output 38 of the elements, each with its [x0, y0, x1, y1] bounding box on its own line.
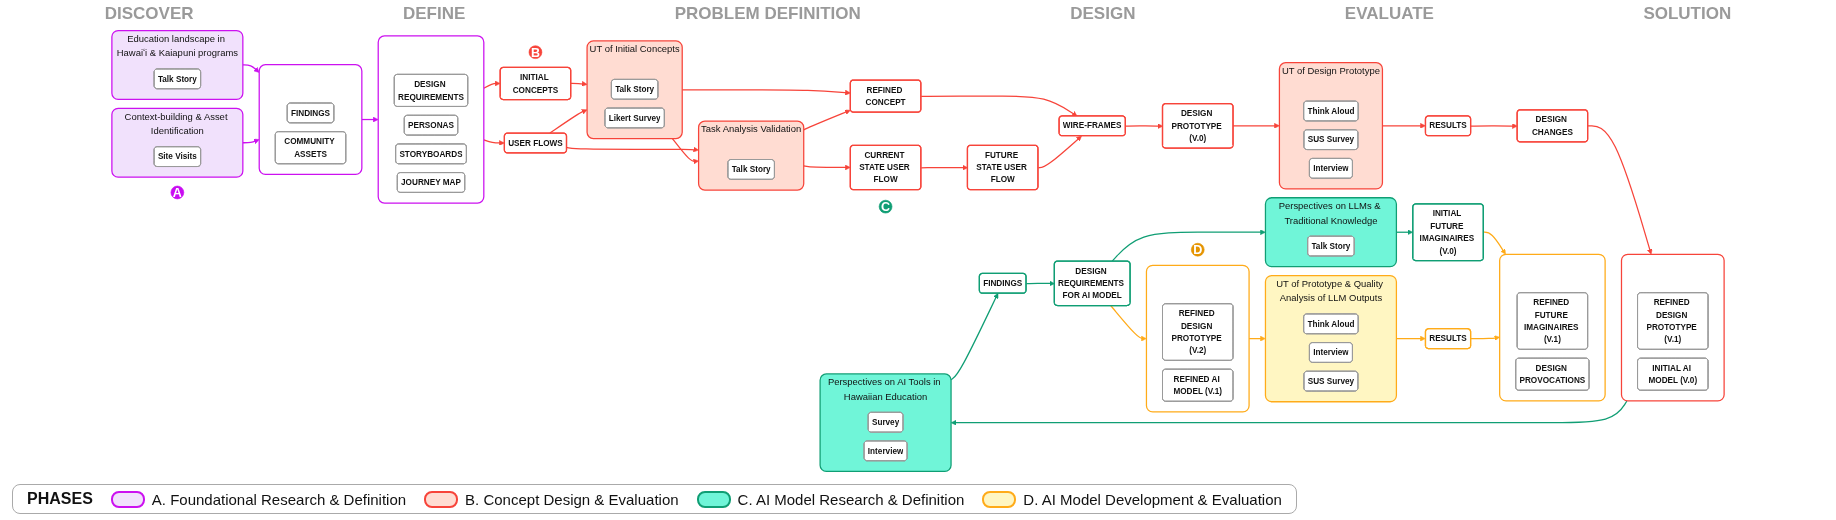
phase-heading: EVALUATE: [1344, 4, 1434, 24]
arrow: [920, 95, 1078, 117]
arrow: [1470, 123, 1518, 129]
arrow: [1110, 304, 1147, 342]
cluster: [1145, 264, 1250, 413]
arrow: [920, 164, 968, 171]
node-circle: A: [170, 185, 185, 200]
legend-label: D. AI Model Development & Evaluation: [1023, 490, 1282, 508]
phase-heading: DISCOVER: [104, 4, 194, 24]
arrow: [1037, 135, 1082, 169]
node-circle: B: [528, 45, 543, 59]
cluster: [377, 35, 485, 204]
arrow: [1470, 335, 1500, 341]
cluster: [1620, 253, 1725, 402]
node-circle: C: [878, 199, 893, 214]
arrow: [549, 109, 588, 134]
arrow: [803, 109, 851, 131]
arrow: [242, 138, 260, 144]
node-circle: D: [1191, 242, 1205, 257]
arrow: [1111, 229, 1266, 262]
arrow: [803, 164, 851, 171]
arrow: [483, 80, 501, 89]
phase-heading: SOLUTION: [1643, 4, 1732, 24]
arrow: [1587, 125, 1653, 255]
legend-title: PHASES: [27, 490, 93, 508]
arrow: [570, 81, 588, 87]
legend-label: A. Foundational Research & Definition: [151, 490, 407, 508]
arrow: [242, 64, 260, 73]
phase-heading: PROBLEM DEFINITION: [674, 4, 861, 24]
legend-label: B. Concept Design & Evaluation: [465, 490, 679, 508]
arrow: [671, 137, 699, 165]
arrow: [483, 139, 505, 146]
cluster: [1499, 253, 1606, 402]
arrow: [361, 116, 379, 123]
phase-heading: DESIGN: [1070, 4, 1136, 24]
phase-heading: DEFINE: [402, 4, 466, 24]
legend-label: C. AI Model Research & Definition: [737, 490, 965, 508]
cluster: [258, 63, 363, 176]
